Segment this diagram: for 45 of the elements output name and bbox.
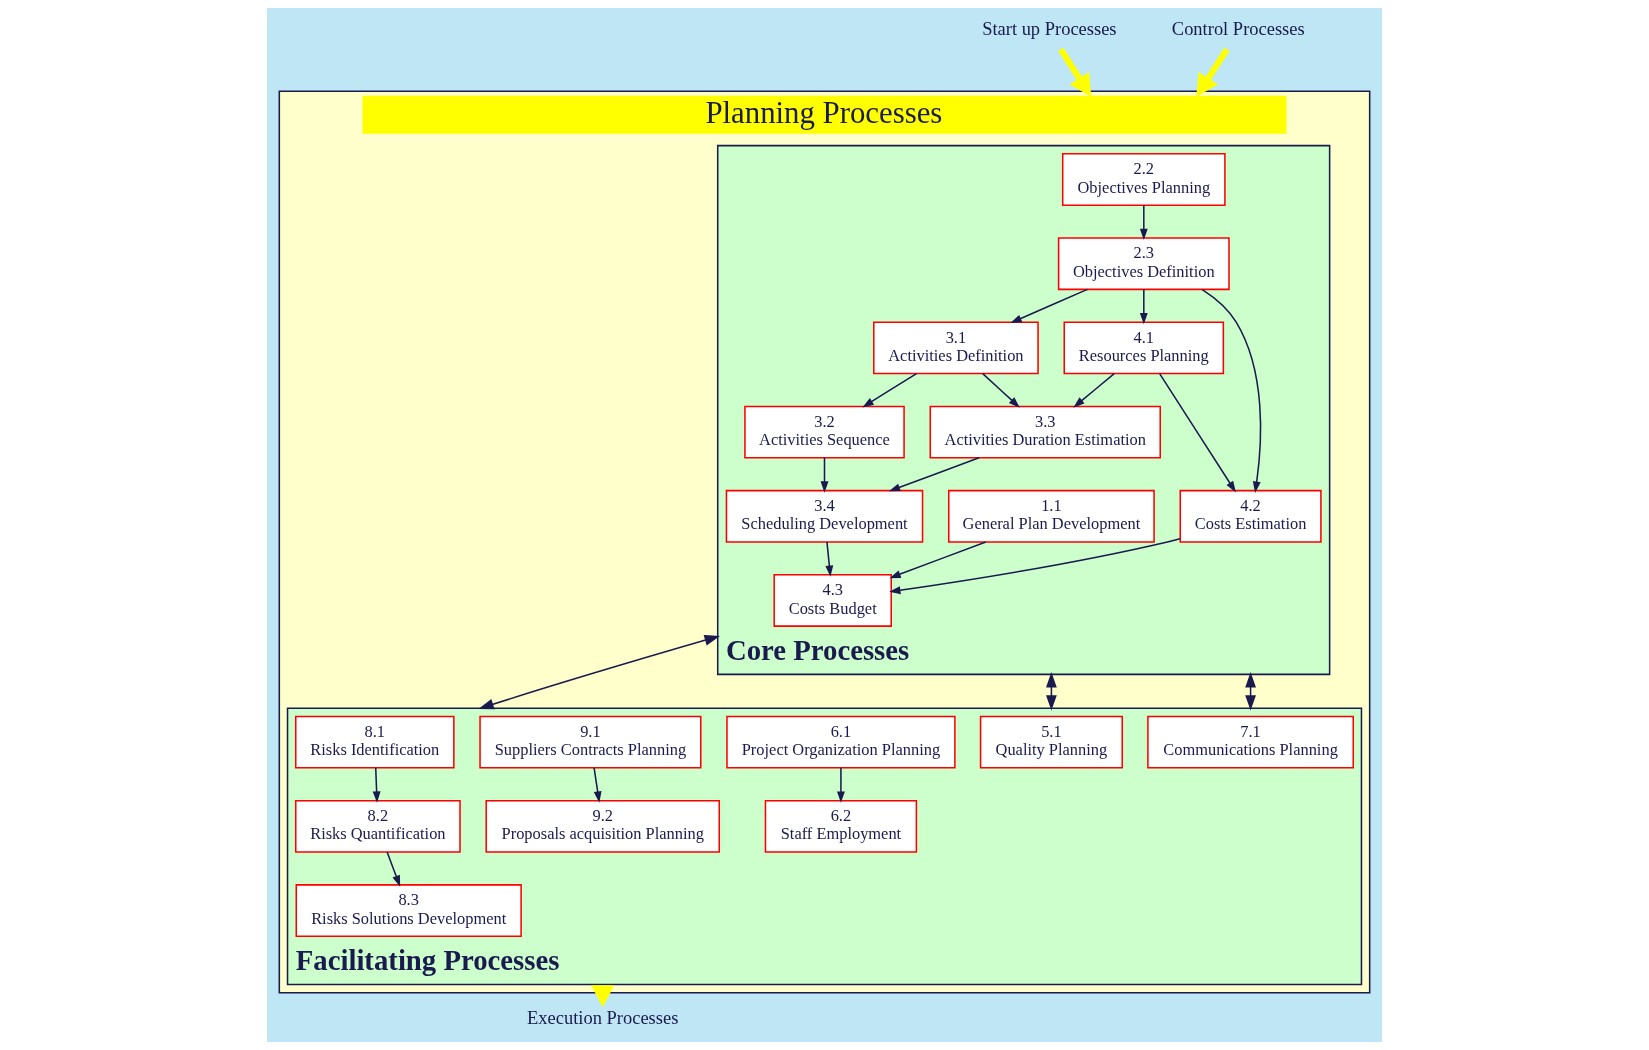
- node-box: 7.1 Communications Planning: [1147, 715, 1354, 769]
- arrow: [1245, 672, 1256, 711]
- node-box: 2.3 Objectives Definition: [1057, 237, 1230, 291]
- arrow: [1073, 372, 1115, 408]
- node-box: 5.1 Quality Planning: [979, 715, 1123, 769]
- arrow: [1010, 288, 1089, 324]
- node-box: 4.3 Costs Budget: [773, 574, 892, 627]
- node-box: 9.2 Proposals acquisition Planning: [485, 799, 721, 853]
- arrow: [1159, 373, 1236, 493]
- arrow: [372, 767, 381, 803]
- node-box: 8.1 Risks Identification: [295, 715, 455, 769]
- arrow: [862, 372, 918, 408]
- arrow: [889, 538, 1181, 595]
- node-box: 9.1 Suppliers Contracts Planning: [479, 715, 702, 769]
- arrow: [1139, 204, 1148, 241]
- arrow: [591, 985, 615, 1008]
- arrow: [478, 635, 720, 710]
- node-box: 8.2 Risks Quantification: [295, 799, 461, 853]
- arrow: [1196, 47, 1230, 97]
- node-box: 8.3 Risks Solutions Development: [295, 884, 522, 937]
- arrow: [981, 372, 1020, 408]
- arrow: [888, 457, 980, 492]
- node-box: 3.3 Activities Duration Estimation: [929, 405, 1161, 459]
- arrow: [1139, 288, 1148, 325]
- node-text: Control Processes: [1171, 19, 1305, 40]
- node-box: 3.2 Activities Sequence: [744, 405, 905, 459]
- arrow: [1058, 47, 1092, 97]
- arrow: [1046, 672, 1057, 711]
- arrow: [820, 457, 829, 493]
- arrow: [825, 541, 834, 577]
- node-box: 6.1 Project Organization Planning: [726, 715, 956, 769]
- node-box: 4.2 Costs Estimation: [1179, 489, 1322, 543]
- node-box: 2.2 Objectives Planning: [1061, 153, 1226, 206]
- arrow: [593, 767, 602, 803]
- arrow: [386, 851, 401, 887]
- arrow: [836, 767, 845, 803]
- node-box: 3.1 Activities Definition: [873, 321, 1039, 375]
- node-box: 1.1 General Plan Development: [947, 489, 1155, 543]
- node-text: Execution Processes: [527, 1007, 679, 1028]
- node-box: 6.2 Staff Employment: [764, 799, 918, 853]
- arrow: [889, 541, 987, 579]
- node-box: 3.4 Scheduling Development: [725, 489, 924, 543]
- node-text: Start up Processes: [982, 19, 1117, 40]
- node-box: 4.1 Resources Planning: [1063, 321, 1225, 375]
- arrow: [1201, 288, 1262, 493]
